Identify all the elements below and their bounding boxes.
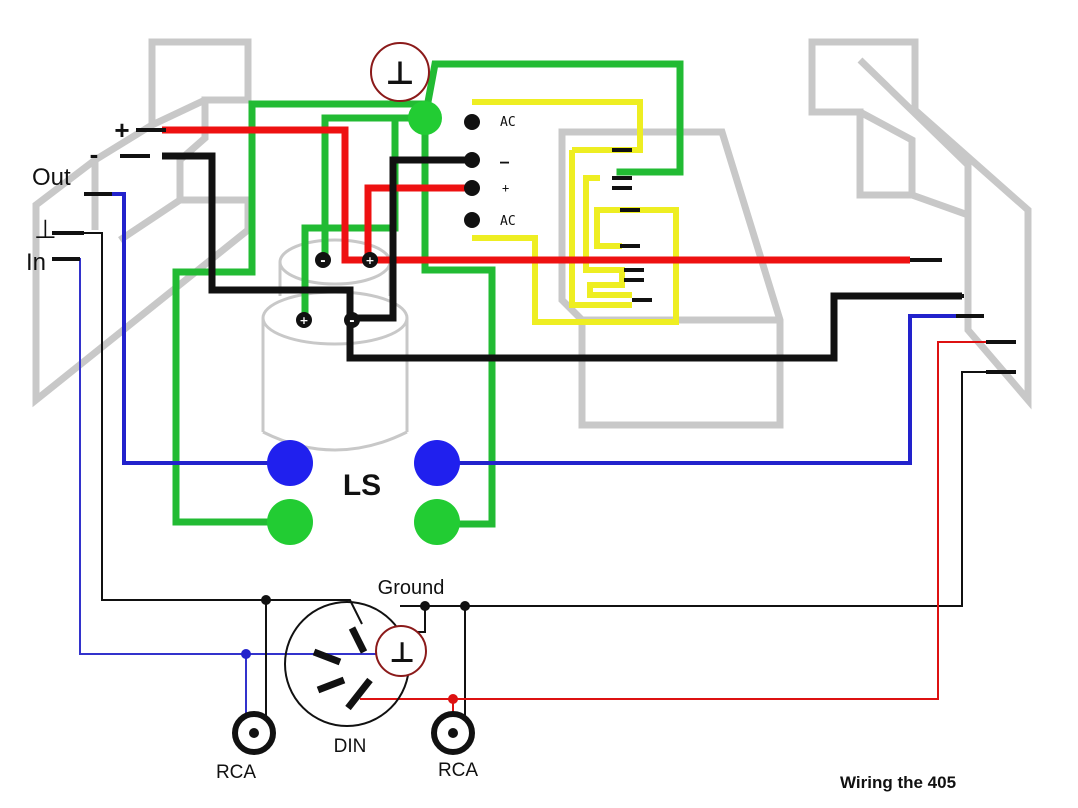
cap-top-minus-label: - xyxy=(320,254,325,269)
right-heatsink-inner xyxy=(857,57,972,215)
positive-wire-output xyxy=(162,126,910,264)
ground-node xyxy=(408,101,442,135)
left-heatsink-outline xyxy=(32,38,252,408)
din-socket: ⊥ Ground DIN xyxy=(284,577,445,757)
din-pin xyxy=(316,676,346,694)
speaker-right-ground-terminal xyxy=(414,499,460,545)
junction-dot xyxy=(460,601,470,611)
signal-wires xyxy=(84,192,980,465)
din-pin xyxy=(348,626,368,654)
bridge-ac-top-label: AC xyxy=(500,115,516,130)
terminal-stubs xyxy=(52,128,1016,374)
ground-wire-top-loop xyxy=(420,60,684,176)
in-label: In xyxy=(26,249,46,276)
rca-left-jack: RCA xyxy=(216,711,276,783)
bridge-minus-dot xyxy=(464,152,480,168)
ac-wire-loop xyxy=(569,147,632,308)
junction-dots xyxy=(241,595,470,704)
bridge-minus-label: – xyxy=(500,153,510,171)
bridge-ac-bottom-label: AC xyxy=(500,214,516,229)
capacitor-outlines xyxy=(261,238,409,452)
capacitor-terminals: - + + - xyxy=(296,252,378,329)
ground-black-right xyxy=(400,371,990,607)
ac-wires xyxy=(472,99,679,325)
ac-wire-inner xyxy=(472,207,679,325)
minus-label: - xyxy=(90,139,99,169)
ground-symbol-icon: ⊥ xyxy=(385,54,414,92)
ground-symbol-top: ⊥ xyxy=(370,42,430,102)
din-label: DIN xyxy=(334,736,367,757)
signal-wire-right-speaker xyxy=(440,314,980,465)
positive-wires xyxy=(162,126,910,264)
din-ground-symbol: ⊥ xyxy=(389,636,415,669)
input-wires xyxy=(52,232,990,730)
positive-wire-bridge xyxy=(364,184,472,260)
rca-left-label: RCA xyxy=(216,762,256,783)
junction-dot xyxy=(241,649,251,659)
speaker-left-ground-terminal xyxy=(267,499,313,545)
negative-wire-bridge xyxy=(350,156,472,322)
cap-top-plus-terminal xyxy=(362,252,378,268)
cap-bottom-minus-label: - xyxy=(349,314,354,329)
speaker-left-signal-terminal xyxy=(267,440,313,486)
din-pin xyxy=(345,677,373,711)
din-pin xyxy=(312,648,342,666)
cap-bottom-plus-terminal xyxy=(296,312,312,328)
bridge-ac-top-dot xyxy=(464,114,480,130)
diagram-title: Wiring the 405 xyxy=(840,773,956,792)
ac-wire-outer xyxy=(472,99,643,153)
in-ground-symbol: ⊥ xyxy=(34,215,57,245)
speaker-right-signal-terminal xyxy=(414,440,460,486)
ls-label: LS xyxy=(343,469,381,502)
ground-symbol-ring xyxy=(370,42,430,102)
ac-wire-mid xyxy=(583,175,632,298)
ground-wire-right-frame xyxy=(421,114,496,528)
junction-dot xyxy=(448,694,458,704)
out-label: Out xyxy=(32,164,71,191)
cap-top-minus-terminal xyxy=(315,252,331,268)
input-black-ground xyxy=(52,232,363,625)
bridge-ac-bottom-dot xyxy=(464,212,480,228)
rca-right-label: RCA xyxy=(438,760,478,781)
rca-right-jack: RCA xyxy=(431,711,478,781)
bridge-plus-dot xyxy=(464,180,480,196)
input-red-wire xyxy=(360,341,990,700)
bridge-plus-label: + xyxy=(502,181,509,195)
speaker-terminals: LS xyxy=(267,440,460,545)
bridge-rectifier: AC – + AC xyxy=(464,114,516,229)
junction-dot xyxy=(420,601,430,611)
rca-right-pin xyxy=(448,728,458,738)
plus-label: + xyxy=(114,115,129,145)
cap-top-plus-label: + xyxy=(365,254,374,267)
right-heatsink-outline xyxy=(808,38,1032,410)
junction-dot xyxy=(261,595,271,605)
cap-bottom-minus-terminal xyxy=(344,312,360,328)
signal-wire-left-speaker xyxy=(84,192,290,465)
din-ground-ring xyxy=(375,625,427,677)
cap-bottom-plus-label: + xyxy=(299,314,308,327)
rca-left-pin xyxy=(249,728,259,738)
ground-label: Ground xyxy=(378,577,445,599)
